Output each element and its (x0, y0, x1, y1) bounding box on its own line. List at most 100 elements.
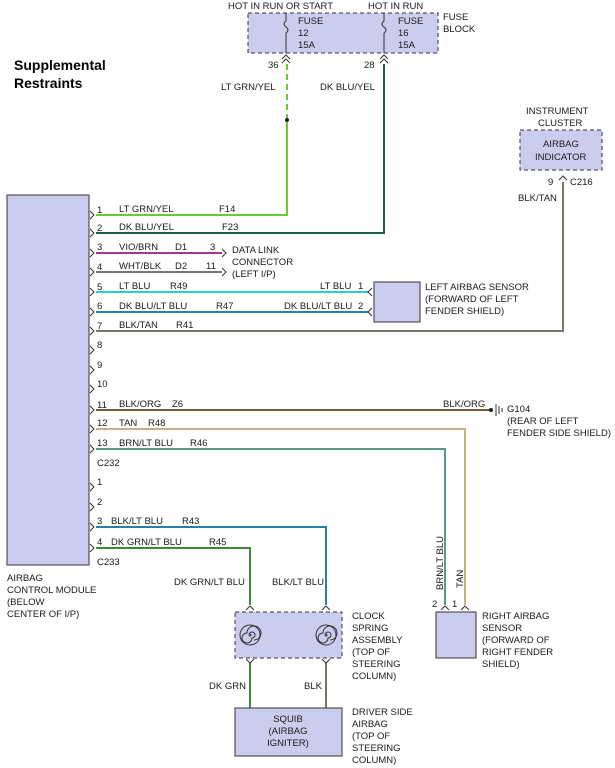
left-sensor-name-line1: LEFT AIRBAG SENSOR (425, 282, 529, 293)
squib-line1: SQUIB (273, 714, 303, 725)
instrument-cluster-name-line1: INSTRUMENT (526, 106, 588, 117)
c233-circuit-3: R43 (182, 516, 199, 527)
fuse-12-label: FUSE (298, 16, 323, 27)
c232-circuit-2: F23 (222, 222, 238, 233)
fuse-pin-36-connector-icon (281, 54, 291, 64)
left-sensor-connector-icon (367, 287, 373, 317)
driver-airbag-name-line5: COLUMN) (352, 755, 396, 766)
c232-circuit-5: R49 (170, 281, 187, 292)
c232-pin-6: 6 (97, 301, 102, 312)
left-sensor-name-line3: FENDER SHIELD) (425, 306, 504, 317)
airbag-indicator-line1: AIRBAG (543, 139, 579, 150)
right-sensor-name-line4: RIGHT FENDER (482, 647, 553, 658)
module-pin-chevron (89, 228, 95, 238)
fuse-pin-28-connector-icon (379, 54, 389, 64)
module-pin-chevron (89, 384, 95, 394)
clock-spring-bottom-connector-icon (245, 658, 331, 664)
module-pin-chevron (89, 326, 95, 336)
module-pin-chevron (89, 543, 95, 553)
right-sensor-name-line2: SENSOR (482, 623, 522, 634)
right-sensor-connector-icon (440, 605, 470, 611)
module-pin-chevron (89, 267, 95, 277)
c232-pin-7: 7 (97, 321, 102, 332)
c232-wire-12: TAN (119, 418, 137, 429)
fuse-12-amps: 15A (298, 40, 316, 51)
wire-brn-lt-blu (96, 448, 446, 605)
left-sensor-name-line2: (FORWARD OF LEFT (425, 294, 519, 305)
driver-airbag-name-line1: DRIVER SIDE (352, 707, 413, 718)
clock-spring-coil-right-icon (315, 624, 338, 646)
fuse-16-amps: 15A (398, 40, 416, 51)
data-link-connector-icon (221, 248, 227, 277)
right-sensor-pin-2: 2 (432, 599, 437, 610)
c232-pin-1: 1 (97, 205, 102, 216)
module-pin-chevron (89, 405, 95, 415)
c232-pin-12: 12 (97, 418, 108, 429)
c233-pin-2: 2 (97, 497, 102, 508)
clock-spring-name-line6: COLUMN) (352, 671, 396, 682)
c232-wire-3: VIO/BRN (119, 242, 158, 253)
clock-spring-name-line3: ASSEMBLY (352, 635, 403, 646)
diagram-title-line1: Supplemental (14, 57, 106, 73)
right-airbag-sensor-box (435, 611, 477, 659)
c232-pin-2: 2 (97, 223, 102, 234)
module-name-line1: AIRBAG (7, 573, 43, 584)
driver-airbag-name-line4: STEERING (352, 743, 401, 754)
left-airbag-sensor-box (373, 281, 421, 323)
ground-name-line3: FENDER SIDE SHIELD) (507, 428, 611, 439)
squib-line2: (AIRBAG (268, 726, 307, 737)
module-pin-chevron (89, 307, 95, 317)
squib-box (234, 707, 343, 757)
fuse-block-name-line1: FUSE (443, 12, 468, 23)
c232-circuit-1: F14 (219, 204, 235, 215)
c232-pin-8: 8 (97, 340, 102, 351)
hot-label-left: HOT IN RUN OR START (228, 1, 333, 12)
wire-blk-lt-blu (96, 526, 327, 605)
c232-circuit-11: Z6 (172, 399, 183, 410)
c233-circuit-4: R45 (209, 537, 226, 548)
c232-wire-5: LT BLU (119, 281, 150, 292)
right-sensor-wire-brn-lt-blu: BRN/LT BLU (435, 536, 446, 590)
wire-dk-grn-lt-blu (96, 547, 251, 605)
driver-airbag-name-line3: (TOP OF (352, 731, 390, 742)
ground-splice-dot (489, 408, 493, 412)
clock-spring-name-line4: (TOP OF (352, 647, 390, 658)
fuse-wire-right-label: DK BLU/YEL (320, 82, 375, 93)
data-link-name-line1: DATA LINK (232, 245, 280, 256)
module-name-line4: CENTER OF I/P) (7, 609, 79, 620)
airbag-indicator-line2: INDICATOR (535, 152, 587, 163)
c232-circuit-3: D1 (175, 242, 187, 253)
squib-line3: IGNITER) (267, 738, 309, 749)
right-sensor-wire-tan: TAN (455, 570, 466, 588)
module-pin-chevron (89, 287, 95, 297)
driver-airbag-name-line2: AIRBAG (352, 719, 388, 730)
c232-circuit-12: R48 (148, 418, 165, 429)
module-pin-chevron (89, 502, 95, 512)
c232-circuit-7: R41 (176, 320, 193, 331)
data-link-pin-11: 11 (206, 261, 216, 272)
fuse-16-label: FUSE (398, 16, 423, 27)
clock-spring-coil-left-icon (239, 624, 262, 646)
c232-wire-11: BLK/ORG (119, 399, 161, 410)
instrument-wire-label: BLK/TAN (518, 193, 557, 204)
c233-pin-4: 4 (97, 537, 102, 548)
fuse-pin-28: 28 (364, 60, 375, 71)
clock-spring-out-right-label: BLK (304, 681, 323, 692)
clock-spring-name-line2: SPRING (352, 623, 388, 634)
instrument-cluster-name-line2: CLUSTER (538, 118, 582, 129)
c232-wire-7: BLK/TAN (119, 320, 158, 331)
c232-pin-11: 11 (97, 400, 107, 411)
instrument-pin-9: 9 (548, 177, 553, 188)
left-sensor-pin-2: 2 (358, 301, 363, 312)
c232-pin-10: 10 (97, 379, 108, 390)
c233-pin-3: 3 (97, 516, 102, 527)
diagram-title-line2: Restraints (14, 75, 83, 91)
fuse-block-name-line2: BLOCK (443, 24, 476, 35)
clock-spring-assembly-box (234, 611, 343, 659)
wire-tan (96, 428, 466, 605)
c216-connector-icon (558, 175, 568, 181)
right-sensor-name-line5: SHIELD) (482, 659, 519, 670)
c232-circuit-13: R46 (190, 438, 207, 449)
module-pin-chevron (89, 365, 95, 375)
